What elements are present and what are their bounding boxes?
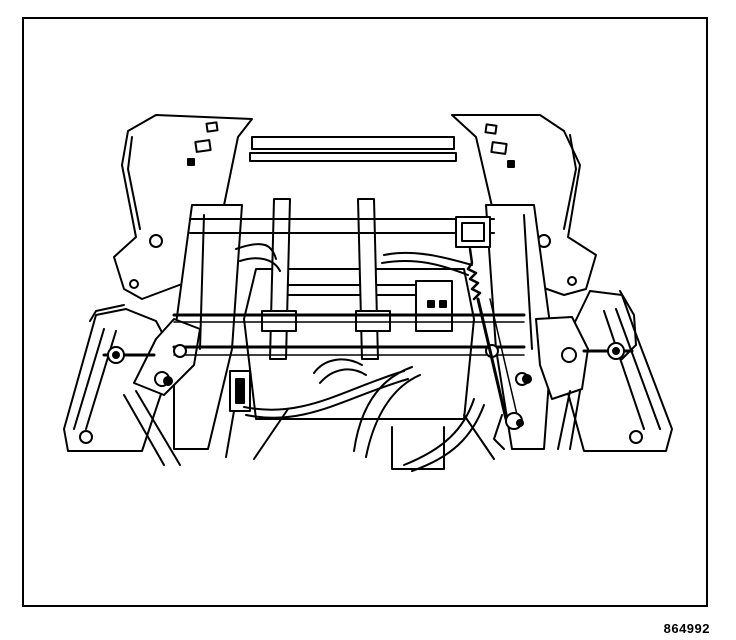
fasteners xyxy=(163,374,532,427)
gear-bars xyxy=(261,198,391,360)
left-latch xyxy=(225,370,251,458)
seat-adjuster-illustration xyxy=(63,114,673,472)
wiring-harness xyxy=(235,243,485,472)
figure-frame xyxy=(22,17,708,607)
left-frame-upright xyxy=(123,204,243,466)
torque-rods xyxy=(172,218,526,358)
left-upper-bracket xyxy=(113,114,253,300)
pivot-bolts xyxy=(102,342,634,364)
figure-id-label: 864992 xyxy=(663,621,710,636)
left-track-rail xyxy=(63,304,175,452)
right-frame-upright xyxy=(485,204,589,450)
spring-actuator xyxy=(455,216,529,450)
rear-cross-bars xyxy=(249,136,457,162)
